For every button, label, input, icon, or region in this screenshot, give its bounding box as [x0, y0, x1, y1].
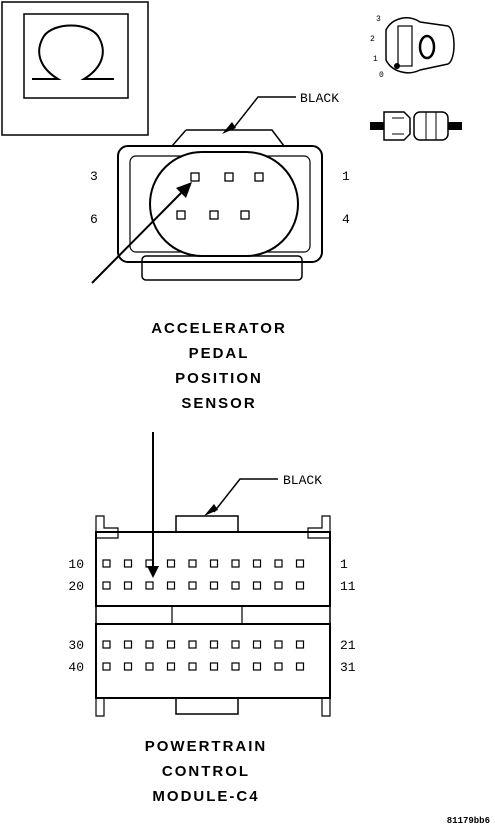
pcm-pin-12 [274, 581, 283, 590]
pcm-pin-19 [123, 581, 133, 590]
ignition-position-1: 1 [373, 55, 378, 64]
pcm-pin-label-20: 20 [68, 579, 84, 594]
pcm-pin-27 [166, 640, 176, 649]
pcm-pin-1 [295, 559, 305, 568]
pcm-pin-label-10: 10 [68, 557, 84, 572]
sensor-pin-3 [190, 172, 200, 182]
pcm-pin-label-31: 31 [340, 660, 356, 675]
pcm-pin-label-40: 40 [68, 660, 84, 675]
ignition-position-0: 0 [379, 71, 384, 80]
svg-text:BLACK: BLACK [300, 91, 339, 106]
ignition-position-3: 3 [376, 15, 381, 24]
pcm-pin-17 [166, 581, 176, 590]
pcm-pin-11 [295, 581, 305, 590]
ignition-position-2: 2 [370, 35, 375, 44]
pcm-pin-10 [102, 559, 111, 568]
pcm-pin-16 [188, 581, 197, 590]
pcm-pin-5 [209, 559, 219, 568]
connector-plug-icon [370, 111, 462, 141]
sensor-pin-label-3: 3 [90, 169, 98, 184]
pcm-pin-3 [252, 559, 262, 568]
figure-code: 81179bb6 [447, 816, 490, 826]
pcm-pin-37 [166, 662, 176, 671]
pcm-pin-34 [231, 662, 240, 671]
pcm-pin-24 [231, 640, 240, 649]
pcm-pin-grid [102, 559, 305, 671]
pcm-pin-9 [123, 559, 133, 568]
sensor-pin-label-6: 6 [90, 212, 98, 227]
pcm-pin-23 [252, 640, 262, 649]
pcm-wire-label: BLACK [204, 473, 322, 516]
pcm-pin-15 [209, 581, 219, 590]
pcm-pin-label-21: 21 [340, 638, 356, 653]
pcm-pin-label-1: 1 [340, 557, 348, 572]
sensor-wire-label: BLACK [222, 91, 339, 134]
sensor-pin-1 [254, 172, 264, 182]
pcm-pin-36 [188, 662, 197, 671]
sensor-pin-arrow [91, 182, 192, 284]
pcm-pin-40 [102, 662, 111, 671]
sensor-pin-2 [224, 172, 234, 182]
svg-text:POWERTRAIN: POWERTRAIN [145, 738, 268, 755]
pcm-pin-7 [166, 559, 176, 568]
pcm-pin-30 [102, 640, 111, 649]
pcm-pin-35 [209, 662, 219, 671]
pcm-pin-20 [102, 581, 111, 590]
sensor-pin-4 [240, 210, 250, 220]
pcm-pin-13 [252, 581, 262, 590]
pcm-pin-arrow [147, 432, 159, 578]
pcm-pin-32 [274, 662, 283, 671]
pcm-connector: 10 1 20 11 30 21 40 31 [68, 515, 356, 717]
pcm-title: POWERTRAIN CONTROL MODULE-C4 [145, 738, 268, 805]
sensor-pin-6 [176, 210, 186, 220]
svg-text:PEDAL: PEDAL [189, 345, 250, 362]
sensor-title: ACCELERATOR PEDAL POSITION SENSOR [151, 320, 287, 412]
svg-text:ACCELERATOR: ACCELERATOR [151, 320, 287, 337]
sensor-pin-5 [209, 210, 219, 220]
ignition-key-icon: 3 2 1 0 [370, 15, 455, 80]
sensor-pin-label-1: 1 [342, 169, 350, 184]
sensor-connector: 3 1 6 4 [90, 129, 350, 281]
ohm-meter-icon [1, 1, 149, 136]
pcm-pin-22 [274, 640, 283, 649]
pcm-pin-2 [274, 559, 283, 568]
pcm-pin-38 [145, 662, 154, 671]
pcm-pin-6 [188, 559, 197, 568]
pcm-pin-28 [145, 640, 154, 649]
svg-text:SENSOR: SENSOR [181, 395, 256, 412]
pcm-pin-4 [231, 559, 240, 568]
svg-text:BLACK: BLACK [283, 473, 322, 488]
svg-text:CONTROL: CONTROL [162, 763, 250, 780]
pcm-pin-label-11: 11 [340, 579, 356, 594]
pcm-pin-26 [188, 640, 197, 649]
pcm-pin-31 [295, 662, 305, 671]
pcm-pin-25 [209, 640, 219, 649]
pcm-pin-label-30: 30 [68, 638, 84, 653]
svg-text:POSITION: POSITION [175, 370, 263, 387]
pcm-pin-29 [123, 640, 133, 649]
pcm-pin-33 [252, 662, 262, 671]
pcm-pin-8 [145, 559, 154, 568]
pcm-pin-21 [295, 640, 305, 649]
pcm-pin-14 [231, 581, 240, 590]
pcm-pin-39 [123, 662, 133, 671]
pcm-pin-18 [145, 581, 154, 590]
svg-text:MODULE-C4: MODULE-C4 [152, 788, 259, 805]
sensor-pin-label-4: 4 [342, 212, 350, 227]
